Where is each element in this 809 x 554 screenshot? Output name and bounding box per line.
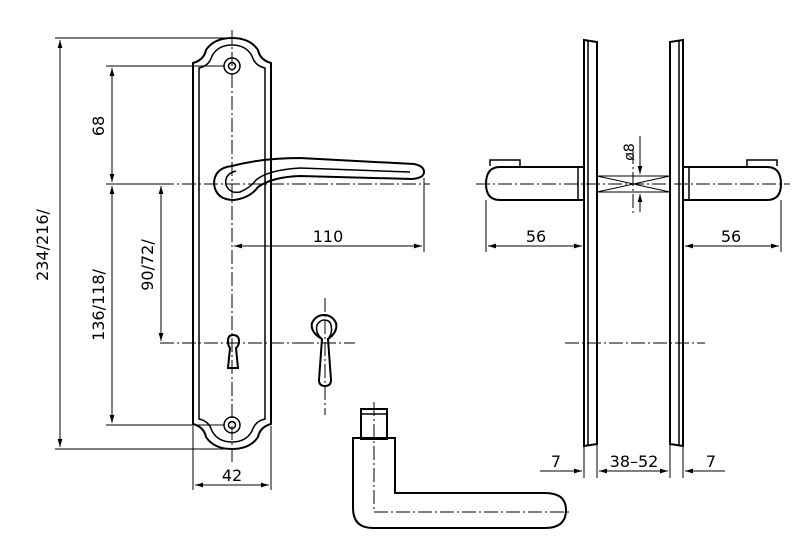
handle-lever-inner xyxy=(224,167,411,194)
side-view xyxy=(476,38,790,448)
dim-plate-width: 42 xyxy=(222,466,242,485)
cylinder-profile xyxy=(300,298,355,415)
dim-handle-height: 68 xyxy=(89,116,108,136)
dim-spindle-diameter: ø8 xyxy=(622,143,638,160)
dim-total-height: 234/216/ xyxy=(33,208,52,280)
dim-right-plate-thickness: 7 xyxy=(706,452,716,471)
dim-left-projection: 56 xyxy=(526,227,546,246)
dim-lower-height: 136/118/ xyxy=(89,268,108,340)
left-plate xyxy=(583,38,598,448)
backplate-inner xyxy=(198,44,266,443)
keyhole xyxy=(226,333,241,369)
dimension-labels: 234/216/ 68 136/118/ 90/72/ 110 42 ø8 56… xyxy=(33,116,741,485)
dim-spacing: 90/72/ xyxy=(138,239,157,291)
dim-handle-length: 110 xyxy=(313,227,344,246)
handle-lever xyxy=(212,156,426,202)
dim-left-plate-thickness: 7 xyxy=(551,452,561,471)
front-view xyxy=(160,30,430,464)
backplate-outline xyxy=(192,36,272,451)
right-plate xyxy=(669,38,684,448)
dim-right-projection: 56 xyxy=(721,227,741,246)
handle-side-view xyxy=(352,402,572,529)
dimension-lines xyxy=(55,37,782,490)
dim-door-thickness: 38–52 xyxy=(610,452,659,471)
